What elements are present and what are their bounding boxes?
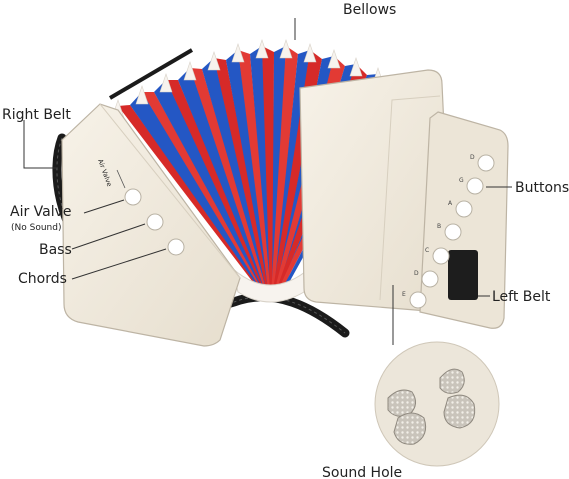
bellows-corner — [279, 39, 293, 59]
bellows-rib — [178, 68, 270, 296]
bellows-corner — [159, 73, 173, 93]
air-valve-button[interactable] — [124, 188, 142, 206]
treble-button-letter: B — [437, 223, 441, 230]
bellows-corner — [135, 85, 149, 105]
bellows-corner — [183, 61, 197, 81]
treble-button-letter: D — [414, 270, 419, 277]
treble-button[interactable] — [432, 247, 450, 265]
label-air-valve: Air Valve — [10, 204, 72, 220]
bellows-corner — [231, 43, 245, 63]
label-right-belt: Right Belt — [2, 107, 71, 123]
bass-button[interactable] — [146, 213, 164, 231]
bellows-rib — [250, 46, 274, 296]
treble-button[interactable] — [444, 223, 462, 241]
bellows-corner — [349, 57, 363, 77]
bellows-corner — [327, 49, 341, 69]
bellows-corner — [207, 51, 221, 71]
label-left-belt: Left Belt — [492, 289, 551, 305]
left-belt — [448, 250, 478, 300]
treble-button-letter: C — [425, 247, 429, 254]
bellows-rib — [130, 92, 268, 296]
bellows-fold — [190, 68, 270, 294]
bellows-fold — [238, 50, 272, 294]
treble-button[interactable] — [455, 200, 473, 218]
label-chords: Chords — [18, 271, 67, 287]
right-belt-top — [108, 48, 194, 100]
label-bellows: Bellows — [343, 2, 396, 18]
treble-button[interactable] — [477, 154, 495, 172]
bellows-fold — [271, 46, 298, 294]
treble-button-letter: E — [402, 291, 406, 298]
bellows-corner — [303, 43, 317, 63]
bellows-fold — [214, 58, 271, 294]
treble-buttons: D G A B C D E — [402, 154, 495, 309]
treble-button[interactable] — [421, 270, 439, 288]
sound-hole-inset — [374, 341, 500, 467]
treble-button[interactable] — [409, 291, 427, 309]
bellows-fold — [262, 46, 274, 294]
bellows-rib — [226, 50, 273, 296]
label-air-valve-note: (No Sound) — [11, 223, 61, 233]
leader-lines — [23, 18, 512, 345]
label-bass: Bass — [39, 242, 72, 258]
treble-button-letter: A — [448, 200, 453, 207]
bellows-fold — [142, 92, 267, 294]
bellows-rib — [154, 80, 269, 296]
treble-button-letter: D — [470, 154, 475, 161]
label-sound-hole: Sound Hole — [322, 465, 402, 479]
chords-button[interactable] — [167, 238, 185, 256]
treble-button[interactable] — [466, 177, 484, 195]
label-buttons: Buttons — [515, 180, 569, 196]
right-belt-stitch — [56, 137, 346, 334]
bellows-fold — [118, 105, 266, 294]
bellows-fold — [166, 80, 268, 294]
bellows-rib — [202, 58, 272, 296]
treble-button-letter: G — [459, 177, 464, 184]
bellows-corner — [255, 39, 269, 59]
